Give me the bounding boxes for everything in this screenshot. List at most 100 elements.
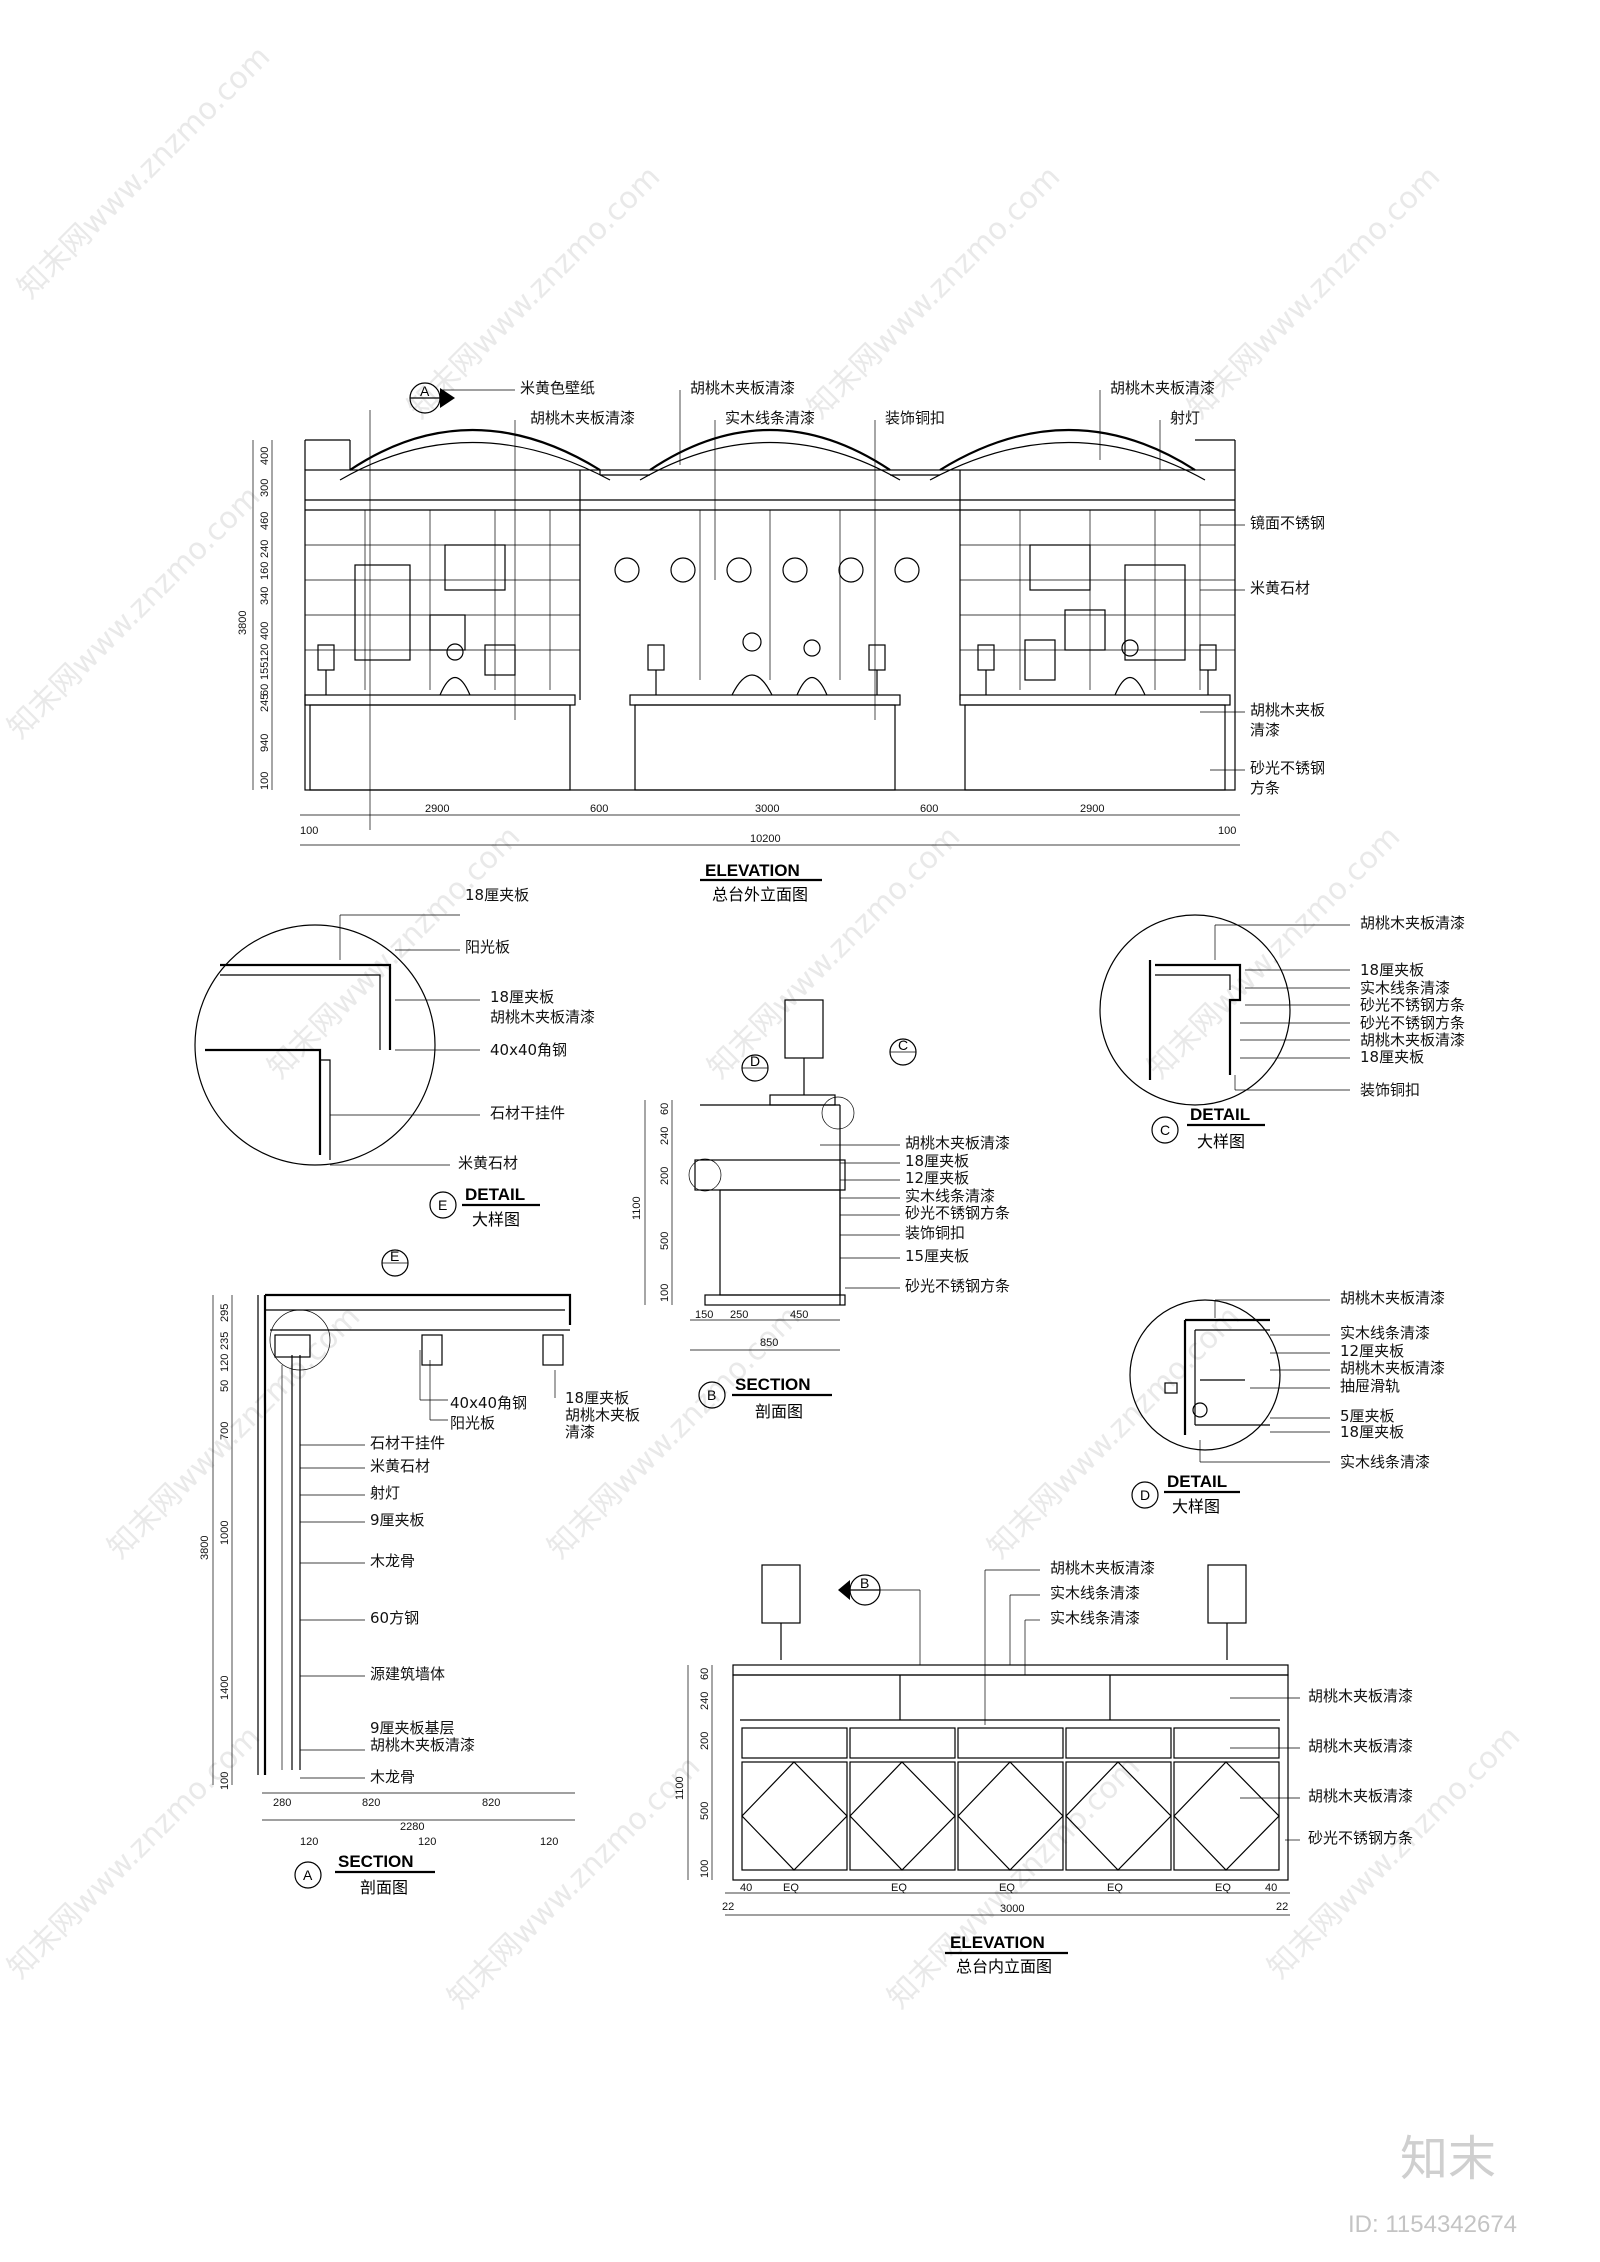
drawing-subtitle: 剖面图: [360, 1878, 408, 1897]
clock-icon: [726, 557, 752, 583]
dim: 280: [273, 1797, 291, 1809]
callout-label: 胡桃木夹板: [1250, 701, 1325, 719]
callout-label: 胡桃木夹板清漆: [1340, 1359, 1445, 1377]
dim: 700: [219, 1422, 231, 1440]
callout-label: 米黄石材: [370, 1457, 430, 1475]
dim-total-height: 1100: [674, 1776, 686, 1800]
dim: 295: [219, 1304, 231, 1322]
dim: 820: [362, 1797, 380, 1809]
watermark: 知末网www.znzmo.com: [11, 39, 277, 305]
dim: 100: [1218, 825, 1236, 837]
clock-icon-row: [614, 557, 920, 583]
callout-label: 15厘夹板: [905, 1247, 969, 1265]
callout-label: 实木线条清漆: [1360, 979, 1450, 997]
drawing-title: SECTION: [735, 1375, 811, 1394]
watermark: 知末网www.znzmo.com: [801, 159, 1067, 425]
lamp-icon: [1207, 1564, 1247, 1624]
callout-label: 18厘夹板: [565, 1389, 629, 1407]
callout-label: 胡桃木夹板清漆: [1360, 914, 1465, 932]
callout-label: 18厘夹板: [465, 886, 529, 904]
callout-label: 胡桃木夹板清漆: [1050, 1559, 1155, 1577]
detail-marker-letter: D: [1140, 1487, 1150, 1503]
dim: 200: [699, 1732, 711, 1750]
lamp-icon: [1199, 644, 1217, 671]
watermark: 知末网www.znzmo.com: [101, 1299, 367, 1565]
left-stone-grid: [305, 510, 580, 690]
dim: 600: [920, 803, 938, 815]
horizontal-dimension-chain: 100 2900 600 3000 600 2900 100 10200: [300, 803, 1236, 845]
lamp-icon: [317, 644, 335, 671]
dim: 3000: [755, 803, 779, 815]
callout-label: 9厘夹板基层: [370, 1719, 455, 1737]
callout-label: 镜面不锈钢: [1250, 514, 1325, 532]
lamp-icon-row: [317, 644, 1217, 695]
dim: 120: [259, 644, 271, 662]
dim-total-height: 3800: [199, 1536, 211, 1560]
callout-label: 砂光不锈钢方条: [1360, 1014, 1465, 1032]
detail-marker: [1131, 1481, 1159, 1509]
brand-logo: 知末: [1400, 2131, 1496, 2187]
callout-label: 实木线条清漆: [1050, 1584, 1140, 1602]
callout-label: 胡桃木夹板清漆: [490, 1008, 595, 1026]
dim: 2900: [1080, 803, 1104, 815]
callout-label: 米黄石材: [458, 1154, 518, 1172]
callout-label: 实木线条清漆: [905, 1187, 995, 1205]
callout-label: 米黄石材: [1250, 579, 1310, 597]
dim: EQ: [783, 1882, 799, 1894]
detail-d: 胡桃木夹板清漆 实木线条清漆 12厘夹板 胡桃木夹板清漆 抽屉滑轨 5厘夹板 1…: [1129, 1289, 1445, 1516]
callout-label: 实木线条清漆: [725, 409, 815, 427]
callout-label: 12厘夹板: [1340, 1342, 1404, 1360]
callout-label: 18厘夹板: [1360, 1048, 1424, 1066]
dim: 120: [219, 1354, 231, 1372]
artwork-frame: [429, 614, 466, 651]
callout-label: 胡桃木夹板清漆: [370, 1736, 475, 1754]
callout-label: 18厘夹板: [1340, 1423, 1404, 1441]
artwork-frame: [1029, 544, 1091, 591]
drawing-subtitle: 总台内立面图: [956, 1957, 1052, 1976]
dim-total-height: 3800: [237, 611, 249, 635]
dim: EQ: [1107, 1882, 1123, 1894]
dim: 120: [540, 1836, 558, 1848]
section-marker: [698, 1381, 726, 1409]
dim: 60: [259, 684, 271, 696]
callout-label: 胡桃木夹板清漆: [690, 379, 795, 397]
callout-label: 胡桃木夹板清漆: [1340, 1289, 1445, 1307]
lamp-icon: [868, 644, 886, 671]
drawing-subtitle: 总台外立面图: [712, 885, 808, 904]
callout-label: 装饰铜扣: [885, 409, 945, 427]
callout-label: 9厘夹板: [370, 1511, 425, 1529]
callout-label: 源建筑墙体: [370, 1665, 445, 1683]
lamp-icon: [977, 644, 995, 671]
dim: 940: [259, 734, 271, 752]
artwork-frame: [1124, 564, 1186, 661]
clock-icon: [670, 557, 696, 583]
watermark: 知末网www.znzmo.com: [1, 479, 267, 745]
detail-marker-letter: E: [438, 1197, 447, 1213]
section-marker: [294, 1861, 322, 1889]
callout-label: 胡桃木夹板清漆: [530, 409, 635, 427]
callout-label: 实木线条清漆: [1340, 1453, 1430, 1471]
lamp-icon: [647, 644, 665, 671]
detail-e: 18厘夹板 阳光板 18厘夹板 胡桃木夹板清漆 40x40角钢 石材干挂件 米黄…: [194, 886, 595, 1229]
watermark: 知末网www.znzmo.com: [981, 1299, 1247, 1565]
lamp-icon: [761, 1564, 801, 1624]
dim: 400: [259, 622, 271, 640]
dim-total-width: 10200: [750, 833, 781, 845]
dim: 100: [659, 1284, 671, 1302]
callout-label: 胡桃木夹板清漆: [1110, 379, 1215, 397]
watermark-layer: 知末网www.znzmo.com 知末网www.znzmo.com 知末网www…: [1, 39, 1527, 2015]
callout-label: 砂光不锈钢方条: [1308, 1829, 1413, 1847]
callout-label: 射灯: [370, 1484, 400, 1502]
callout-label: 实木线条清漆: [1050, 1609, 1140, 1627]
reception-counter: [304, 694, 1231, 791]
callout-label: 18厘夹板: [905, 1152, 969, 1170]
clock-icon: [782, 557, 808, 583]
detail-marker-letter: D: [750, 1053, 760, 1069]
dim: 400: [259, 447, 271, 465]
brand-id: ID: 1154342674: [1348, 2211, 1517, 2238]
dim: 450: [790, 1309, 808, 1321]
drawing-subtitle: 大样图: [472, 1210, 520, 1229]
dim: 235: [219, 1332, 231, 1350]
callout-label: 18厘夹板: [490, 988, 554, 1006]
